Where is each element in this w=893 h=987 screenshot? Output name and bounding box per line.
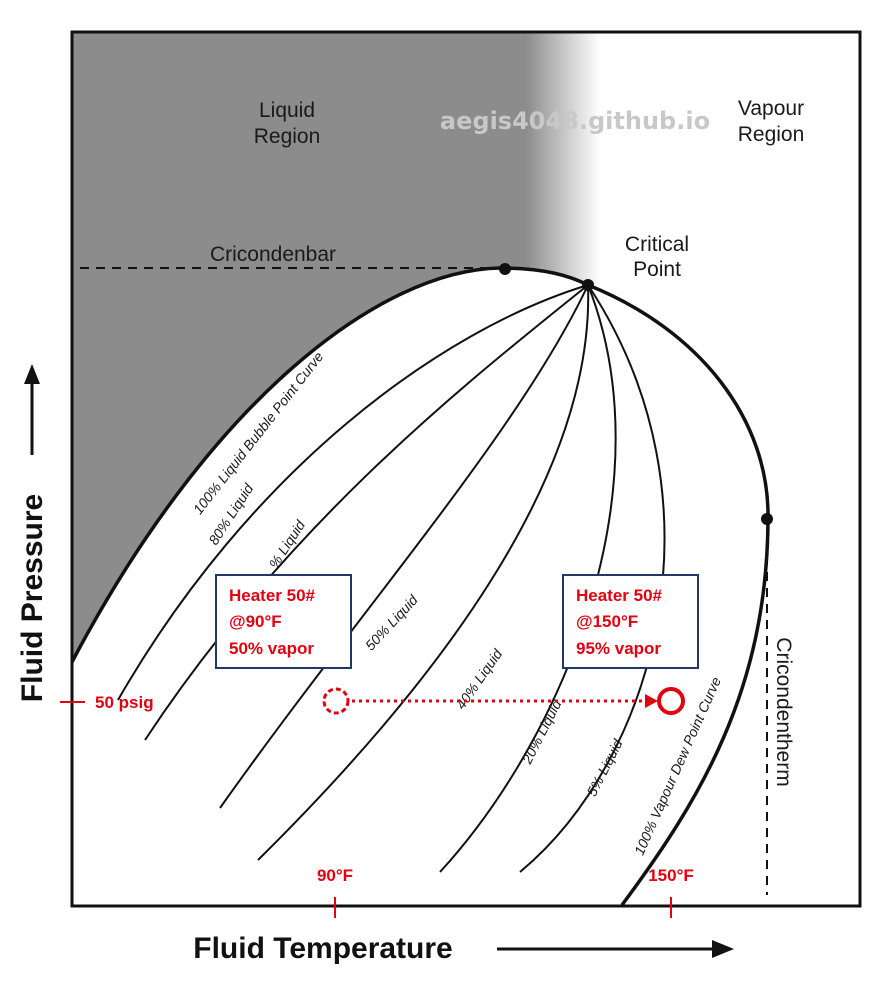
liquid-region-label-2: Region: [254, 125, 321, 148]
watermark-text: aegis4048.github.io: [440, 107, 710, 135]
y-axis-arrow-head: [24, 364, 40, 384]
annotation-box-90F: [215, 574, 352, 669]
curve-20-label: 20% Liquid: [518, 696, 565, 767]
curve-5-label: 5% Liquid: [583, 736, 626, 799]
box-90F-line-3: 50% vapor: [229, 639, 314, 658]
box-150F-line-3: 95% vapor: [576, 639, 661, 658]
cricondenbar-point: [499, 263, 511, 275]
box-150F-line-2: @150°F: [576, 612, 638, 631]
critical-point-label-2: Point: [633, 258, 681, 281]
curve-70-label: % Liquid: [265, 516, 308, 571]
critical-point-label-1: Critical: [625, 233, 689, 256]
cricondentherm-label: Cricondentherm: [772, 637, 795, 786]
curve-50-label: 50% Liquid: [362, 591, 422, 653]
y-axis-label: Fluid Pressure: [16, 494, 49, 702]
plot-frame: [70, 30, 862, 908]
critical-point: [582, 279, 594, 291]
x-axis-arrow-head: [712, 940, 734, 958]
liquid-region-shading: [72, 32, 600, 662]
temp-marker-150-label: 150°F: [648, 866, 694, 885]
temp-marker-90-label: 90°F: [317, 866, 353, 885]
heating-path-arrow-head: [645, 694, 658, 708]
vapour-region-label-2: Region: [738, 123, 805, 146]
annotation-box-150F: [562, 574, 699, 669]
box-150F-line-1: Heater 50#: [576, 586, 663, 605]
state-point-90F: [322, 687, 350, 715]
cricondentherm-point: [761, 513, 773, 525]
box-90F-line-1: Heater 50#: [229, 586, 316, 605]
vapour-region-label-1: Vapour: [738, 97, 804, 120]
x-axis-label: Fluid Temperature: [193, 932, 452, 965]
cricondenbar-label: Cricondenbar: [210, 243, 336, 266]
liquid-region-label-1: Liquid: [259, 99, 315, 122]
box-90F-line-2: @90°F: [229, 612, 282, 631]
pressure-marker-label: 50 psig: [95, 693, 154, 712]
state-point-150F: [657, 687, 685, 715]
